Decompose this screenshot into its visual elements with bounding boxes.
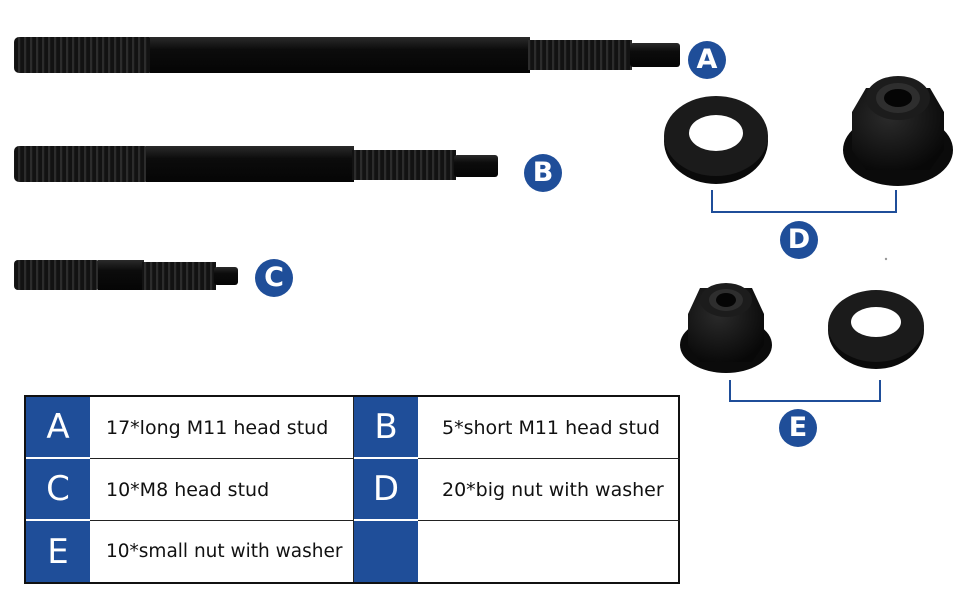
legend-code <box>354 521 418 582</box>
legend-description: 10*M8 head stud <box>90 459 354 521</box>
legend-code: A <box>26 397 90 459</box>
legend-description: 10*small nut with washer <box>90 521 354 582</box>
badge-d: D <box>780 221 818 259</box>
big-washer <box>664 96 768 184</box>
parts-legend-table: A 17*long M11 head stud B 5*short M11 he… <box>24 395 680 584</box>
badge-b: B <box>524 154 562 192</box>
bracket-d <box>711 190 897 213</box>
legend-description <box>418 521 680 582</box>
badge-c: C <box>255 259 293 297</box>
bracket-e <box>729 380 881 402</box>
stud-a <box>14 37 680 73</box>
legend-description: 20*big nut with washer <box>418 459 680 521</box>
big-nut <box>843 76 953 186</box>
legend-code: D <box>354 459 418 521</box>
badge-a: A <box>688 41 726 79</box>
legend-description: 5*short M11 head stud <box>418 397 680 459</box>
legend-code: E <box>26 521 90 582</box>
badge-e: E <box>779 409 817 447</box>
legend-code: B <box>354 397 418 459</box>
small-nut <box>680 283 772 373</box>
small-washer <box>828 290 924 369</box>
legend-code: C <box>26 459 90 521</box>
stud-b <box>14 146 498 182</box>
stud-c <box>14 260 238 290</box>
legend-description: 17*long M11 head stud <box>90 397 354 459</box>
